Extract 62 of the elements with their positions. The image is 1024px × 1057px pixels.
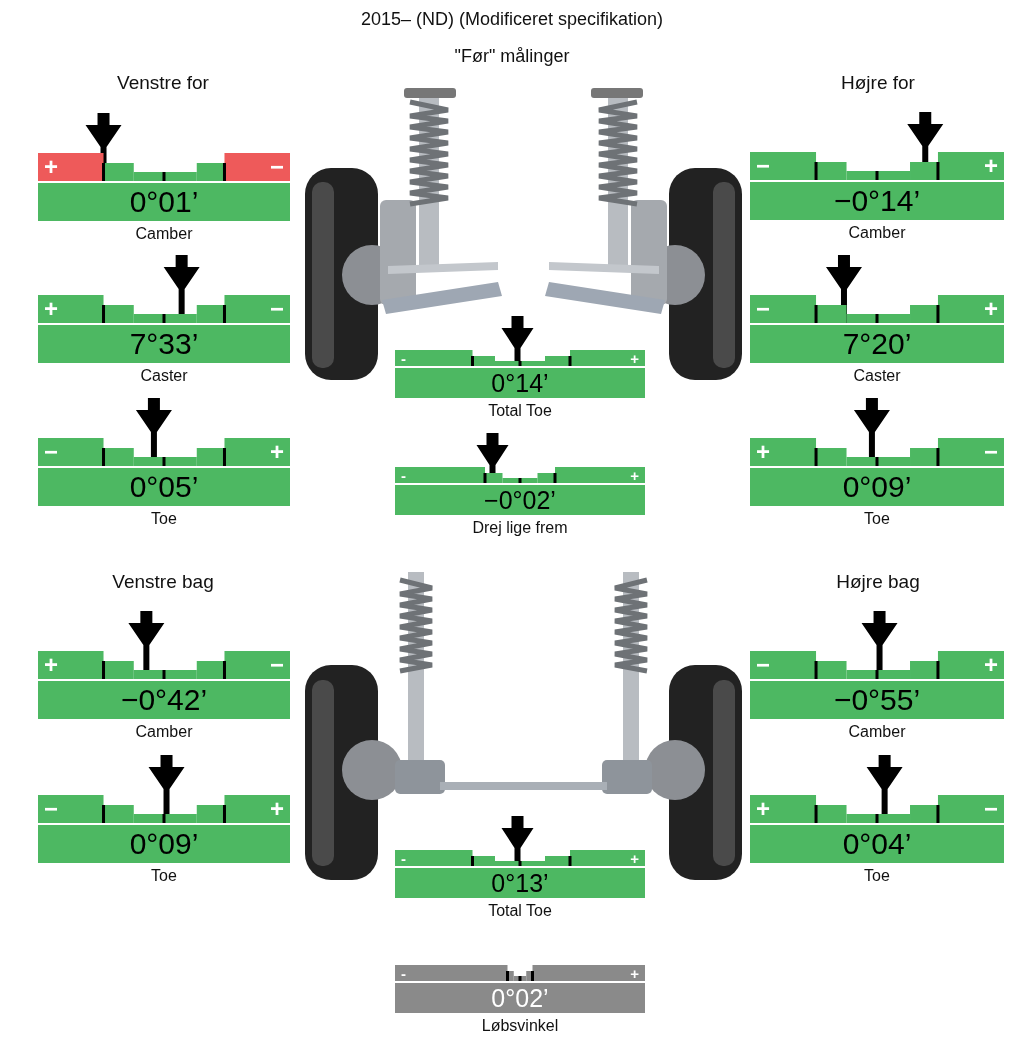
scale-sign: − [984, 797, 998, 821]
gauge-label: Toe [864, 510, 890, 528]
value-display: −0°02’ [395, 485, 645, 515]
value-display: −0°55’ [750, 681, 1004, 719]
scale-sign: - [401, 965, 406, 981]
scale-sign: + [270, 440, 284, 464]
gauge-label: Total Toe [488, 402, 552, 420]
section-heading: Højre for [841, 72, 915, 94]
scale-sign: + [756, 797, 770, 821]
scale-sign: − [270, 297, 284, 321]
scale-sign: + [984, 653, 998, 677]
gauge-label: Drej lige frem [472, 519, 568, 537]
value-display: 0°04’ [750, 825, 1004, 863]
value-display: 0°01’ [38, 183, 290, 221]
scale-sign: − [270, 155, 284, 179]
section-heading: Venstre for [117, 72, 209, 94]
value-display: 0°09’ [38, 825, 290, 863]
value-display: 0°09’ [750, 468, 1004, 506]
subtitle: "Før" målinger [454, 46, 570, 67]
scale-sign: − [984, 440, 998, 464]
scale-sign: + [630, 850, 639, 866]
scale-sign: - [401, 467, 406, 483]
gauge-label: Caster [140, 367, 188, 385]
gauge-label: Toe [151, 510, 177, 528]
value-display: −0°14’ [750, 182, 1004, 220]
value-display: 7°20’ [750, 325, 1004, 363]
scale-sign: + [756, 440, 770, 464]
scale-sign: - [401, 850, 406, 866]
section-heading: Venstre bag [112, 571, 214, 593]
scale-sign: - [401, 350, 406, 366]
gauge-label: Løbsvinkel [481, 1017, 559, 1035]
value-display: −0°42’ [38, 681, 290, 719]
scale-sign: − [270, 653, 284, 677]
value-display: 0°02’ [395, 983, 645, 1013]
section-heading: Højre bag [836, 571, 920, 593]
scale-sign: − [756, 653, 770, 677]
scale-sign: − [44, 440, 58, 464]
gauge-label: Total Toe [488, 902, 552, 920]
gauge-label: Camber [135, 723, 193, 741]
gauge-label: Camber [848, 224, 906, 242]
value-display: 0°05’ [38, 468, 290, 506]
value-display: 0°14’ [395, 368, 645, 398]
scale-sign: + [44, 155, 58, 179]
scale-sign: − [756, 154, 770, 178]
scale-sign: + [984, 154, 998, 178]
scale-sign: − [756, 297, 770, 321]
gauge-label: Camber [848, 723, 906, 741]
scale-sign: + [984, 297, 998, 321]
scale-sign: + [44, 653, 58, 677]
gauge-label: Caster [853, 367, 901, 385]
title: 2015– (ND) (Modificeret specifikation) [360, 9, 664, 30]
scale-sign: + [44, 297, 58, 321]
value-display: 0°13’ [395, 868, 645, 898]
value-display: 7°33’ [38, 325, 290, 363]
gauge-label: Toe [151, 867, 177, 885]
scale-sign: + [630, 965, 639, 981]
scale-sign: + [270, 797, 284, 821]
scale-sign: + [630, 467, 639, 483]
scale-sign: + [630, 350, 639, 366]
gauge-label: Camber [135, 225, 193, 243]
gauge-label: Toe [864, 867, 890, 885]
scale-sign: − [44, 797, 58, 821]
